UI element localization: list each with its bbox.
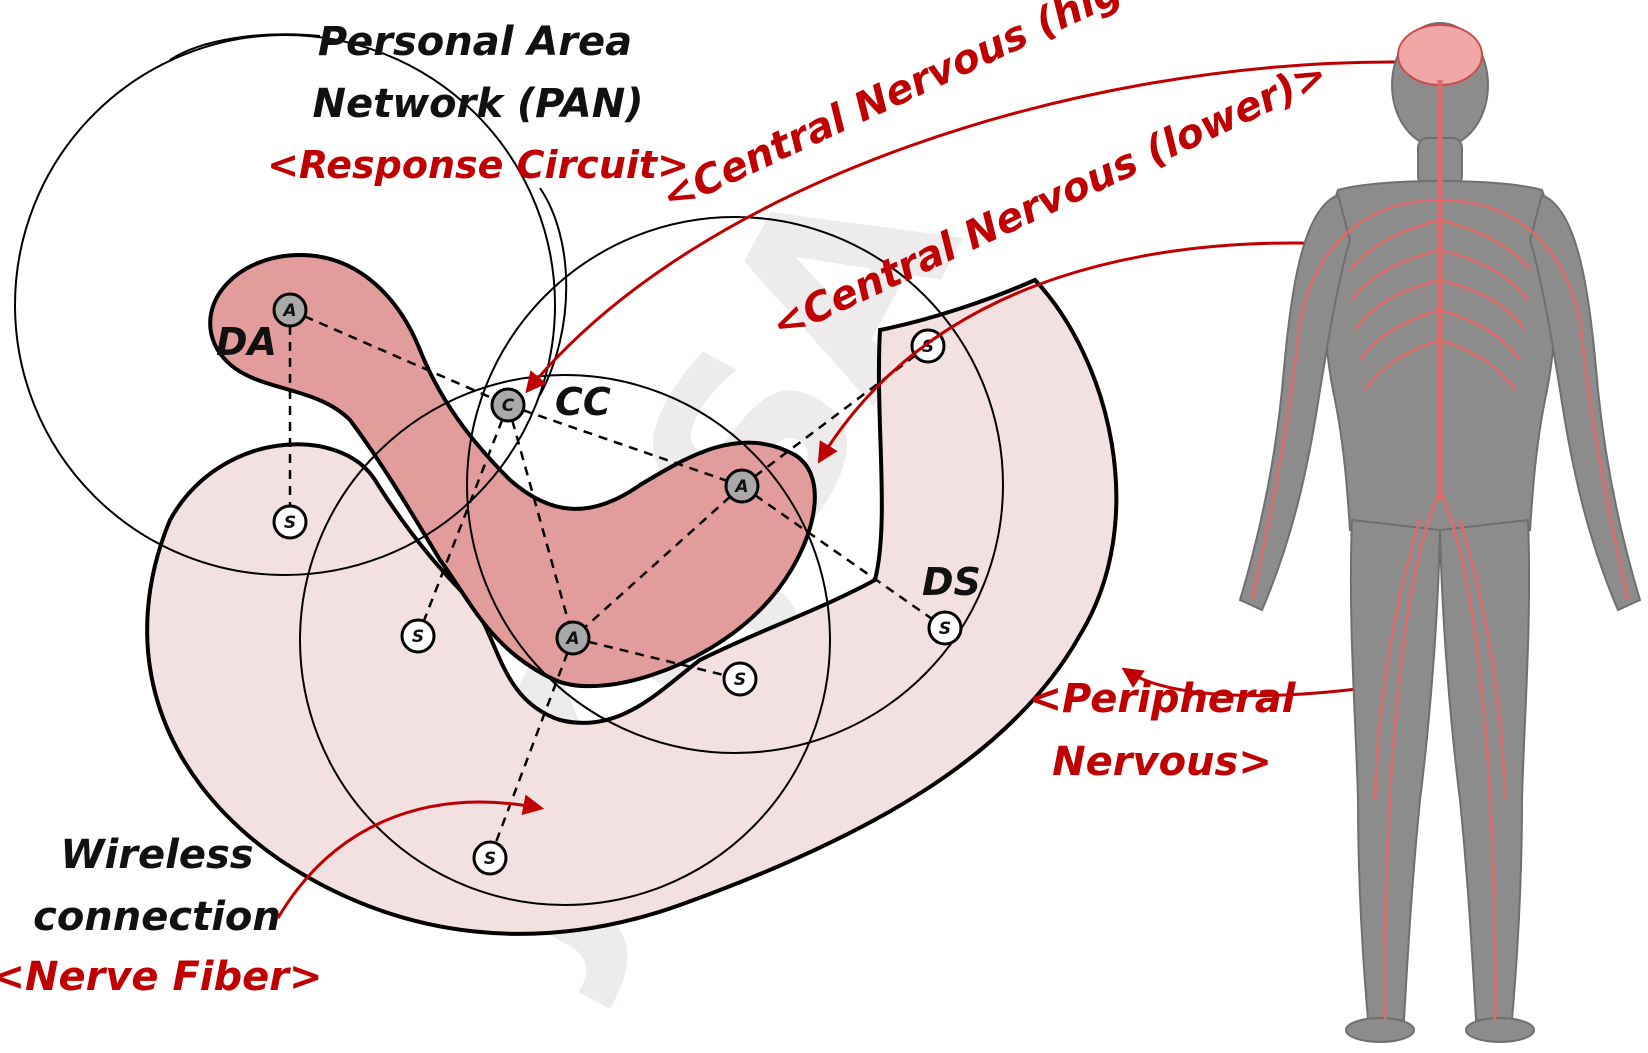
da-label: DA xyxy=(216,320,277,364)
sensor-node-label: S xyxy=(412,627,424,647)
actuator-node: A xyxy=(557,622,589,654)
sensor-node-label: S xyxy=(284,513,296,533)
sensor-node: S xyxy=(929,612,961,644)
ds-label: DS xyxy=(922,560,981,604)
response-circuit-leader xyxy=(540,188,566,395)
wireless-label-line2: connection xyxy=(33,894,281,940)
peripheral-label-line1: <Peripheral xyxy=(1029,676,1297,722)
body-right-arm xyxy=(1530,195,1640,610)
coordinator-node: C xyxy=(492,389,524,421)
human-body-figure xyxy=(1240,23,1640,1042)
actuator-node-label: A xyxy=(564,629,579,649)
central-higher-label: <Central Nervous (higher)> xyxy=(655,0,1244,221)
body-left-arm xyxy=(1240,195,1350,610)
sensor-node-label: S xyxy=(734,670,746,690)
actuator-node: A xyxy=(726,470,758,502)
wireless-label-line1: Wireless xyxy=(60,832,253,878)
pan-label-line1: Personal Area xyxy=(318,19,632,65)
response-circuit-label: <Response Circuit> xyxy=(267,143,689,187)
actuator-node-label: A xyxy=(733,477,748,497)
pan-label-line2: Network (PAN) xyxy=(312,81,643,127)
sensor-node-label: S xyxy=(484,849,496,869)
actuator-node-label: A xyxy=(281,301,296,321)
sensor-node: S xyxy=(402,620,434,652)
body-right-leg xyxy=(1440,520,1529,1020)
sensor-node-label: S xyxy=(939,619,951,639)
coordinator-node-label: C xyxy=(502,396,515,416)
peripheral-label-line2: Nervous> xyxy=(1052,739,1272,785)
sensor-node: S xyxy=(474,842,506,874)
sensor-node: S xyxy=(724,663,756,695)
cc-label: CC xyxy=(555,380,611,424)
body-right-foot xyxy=(1466,1018,1534,1042)
sensor-node: S xyxy=(274,506,306,538)
body-left-foot xyxy=(1346,1018,1414,1042)
body-left-leg xyxy=(1351,520,1440,1020)
nerve-fiber-label: <Nerve Fiber> xyxy=(0,954,323,1000)
brain xyxy=(1398,25,1482,85)
actuator-node: A xyxy=(274,294,306,326)
